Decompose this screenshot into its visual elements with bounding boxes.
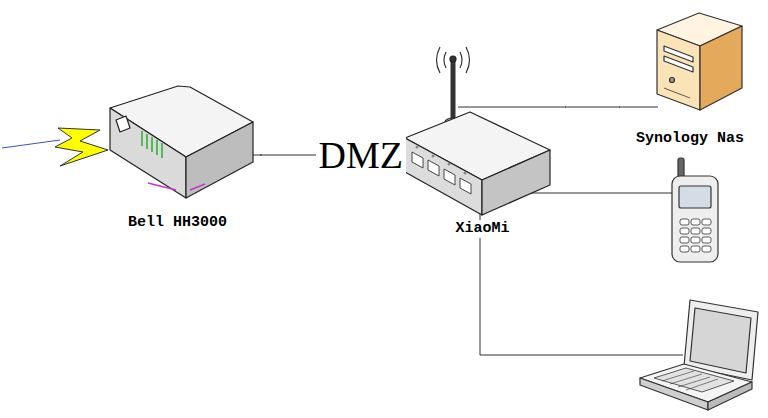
router-icon xyxy=(451,60,456,120)
phone-icon xyxy=(702,228,711,234)
router-icon xyxy=(416,146,467,175)
router-icon xyxy=(482,150,550,215)
phone-icon xyxy=(680,237,689,243)
wire xyxy=(619,107,658,108)
router-icon xyxy=(412,152,423,168)
laptop-icon xyxy=(670,374,702,384)
phone-icon xyxy=(680,246,689,252)
phone-icon xyxy=(680,219,689,225)
phone-icon xyxy=(680,219,711,252)
router-icon xyxy=(444,169,455,185)
laptop-icon xyxy=(690,308,751,373)
phone-icon xyxy=(672,158,718,262)
device-label: Bell HH3000 xyxy=(126,214,229,232)
router-icon xyxy=(444,52,446,68)
router-icon xyxy=(428,160,439,176)
modem-icon xyxy=(151,137,152,152)
modem-icon xyxy=(110,108,186,198)
phone-icon xyxy=(691,246,700,252)
phone-icon xyxy=(702,219,711,225)
laptop-icon xyxy=(640,300,758,410)
router-icon xyxy=(405,138,482,215)
router-icon xyxy=(412,152,471,194)
modem-icon xyxy=(142,131,162,158)
modem-node: Bell HH3000 xyxy=(95,80,260,235)
wire xyxy=(458,107,566,108)
laptop-icon xyxy=(678,377,710,387)
phone-icon xyxy=(702,237,711,243)
server-node: Synology Nas xyxy=(620,2,760,152)
laptop-icon xyxy=(654,368,734,392)
server-icon xyxy=(664,56,693,72)
router-icon xyxy=(460,52,462,68)
lightning-symbol xyxy=(55,128,108,166)
lightning-symbol xyxy=(2,140,60,148)
phone-icon xyxy=(679,186,711,208)
router-icon xyxy=(416,146,419,149)
laptop-icon xyxy=(686,379,718,390)
modem-icon xyxy=(190,184,205,190)
server-icon xyxy=(664,88,690,98)
modem-icon xyxy=(148,183,176,190)
network-link xyxy=(565,107,620,108)
router-icon xyxy=(466,47,470,73)
phone-icon xyxy=(691,237,700,243)
router-icon xyxy=(460,178,471,194)
server-icon xyxy=(670,78,675,83)
router-icon xyxy=(405,47,550,215)
phone-icon xyxy=(680,228,689,234)
modem-icon xyxy=(116,116,130,132)
link-label: DMZ xyxy=(316,136,406,174)
modem-icon xyxy=(186,122,253,198)
laptop-icon xyxy=(662,371,718,390)
server-icon xyxy=(700,26,742,110)
router-icon xyxy=(437,47,441,73)
modem-icon xyxy=(146,134,147,149)
wire xyxy=(250,107,683,355)
phone-icon xyxy=(702,246,711,252)
server-icon xyxy=(657,13,742,110)
modem-icon xyxy=(110,86,253,198)
phone-icon xyxy=(672,176,718,262)
router-icon xyxy=(450,56,456,62)
phone-icon xyxy=(691,228,700,234)
modem-icon xyxy=(141,131,142,146)
router-node: XiaoMi xyxy=(400,50,565,240)
device-label: XiaoMi xyxy=(453,220,511,238)
router-icon xyxy=(448,163,451,166)
router-icon xyxy=(464,172,467,175)
modem-icon xyxy=(161,143,162,158)
wire xyxy=(520,193,672,194)
router-icon xyxy=(432,155,435,158)
lightning-symbol xyxy=(2,128,108,166)
laptop-icon xyxy=(662,371,694,381)
phone-icon xyxy=(691,219,700,225)
device-label: Synology Nas xyxy=(634,130,746,148)
server-icon xyxy=(657,30,700,110)
modem-icon xyxy=(156,140,157,155)
